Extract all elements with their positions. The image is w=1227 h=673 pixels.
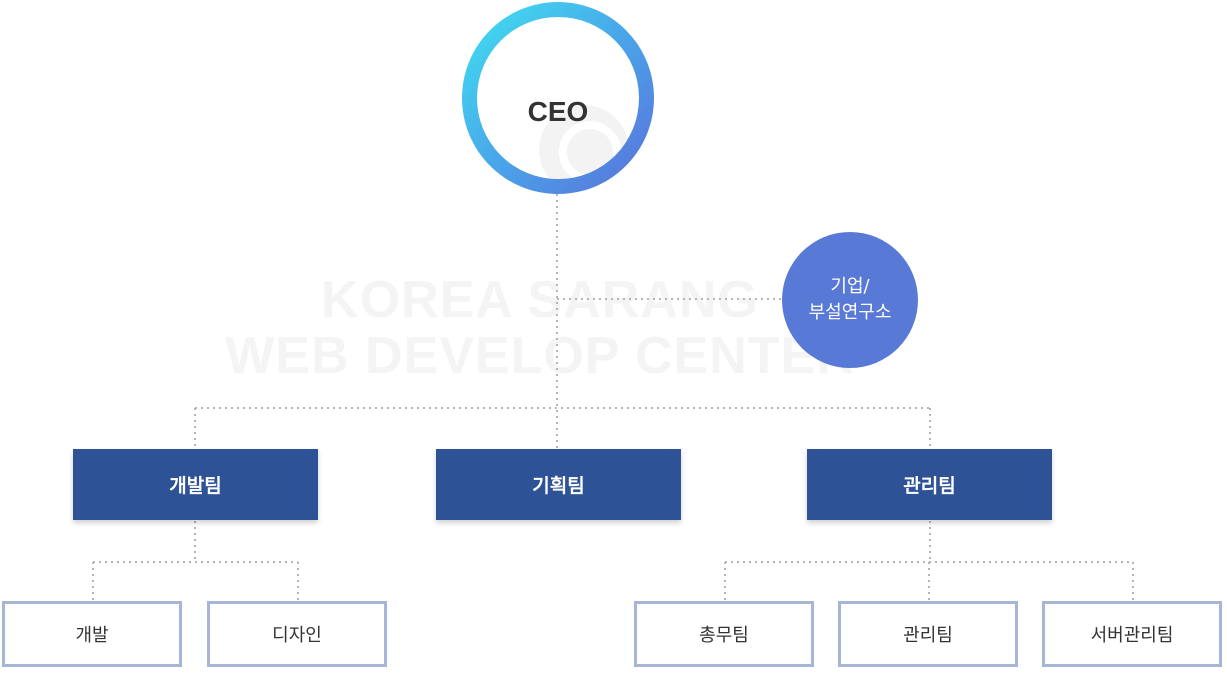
sub-team-general-affairs: 총무팀 xyxy=(634,601,814,667)
research-lab-node: 기업/ 부설연구소 xyxy=(782,232,918,368)
sub-team-management: 관리팀 xyxy=(838,601,1018,667)
sub-team-design: 디자인 xyxy=(207,601,387,667)
team-box-development: 개발팀 xyxy=(73,449,318,520)
ceo-label: CEO xyxy=(527,96,589,127)
research-lab-label-line-2: 부설연구소 xyxy=(808,302,892,323)
ceo-emblem-icon xyxy=(539,105,629,179)
team-box-management: 관리팀 xyxy=(807,449,1052,520)
ceo-node: CEO xyxy=(462,2,654,194)
ceo-node-inner: CEO xyxy=(477,17,639,179)
sub-team-server-management: 서버관리팀 xyxy=(1042,601,1222,667)
research-lab-label-line-1: 기업/ xyxy=(830,276,870,297)
team-box-planning: 기획팀 xyxy=(436,449,681,520)
sub-team-development: 개발 xyxy=(2,601,182,667)
